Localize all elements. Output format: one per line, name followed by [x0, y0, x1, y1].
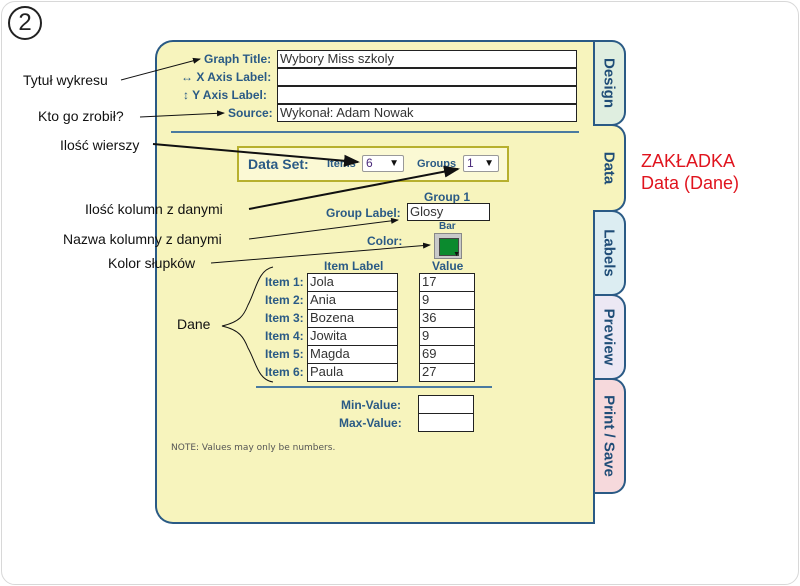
group-label-input[interactable]: Glosy [407, 203, 490, 221]
item-value-input[interactable]: 69 [419, 345, 475, 364]
dropdown-arrow-icon: ▼ [484, 158, 494, 169]
annotation-bar-color: Kolor słupków [108, 255, 196, 271]
dropdown-arrow-icon: ▼ [389, 158, 399, 169]
max-value-input[interactable] [418, 413, 474, 432]
source-input[interactable]: Wykonał: Adam Nowak [277, 104, 577, 122]
group-label-caption: Group Label: [326, 206, 401, 220]
value-header: Value [432, 259, 464, 273]
bar-color-picker[interactable]: ▼ [434, 233, 462, 259]
max-value-label: Max-Value: [339, 416, 402, 430]
horizontal-arrow-icon: ↔ [181, 70, 193, 84]
step-number-badge: 2 [8, 6, 42, 40]
item-label-input[interactable]: Magda [307, 345, 398, 364]
graph-title-input[interactable]: Wybory Miss szkoly [277, 50, 577, 68]
item-row-label: Item 3: [265, 311, 304, 325]
graph-title-label: Graph Title: [204, 52, 272, 66]
dataset-title: Data Set: [248, 156, 309, 172]
item-row-label: Item 4: [265, 329, 304, 343]
tab-data[interactable]: Data [593, 124, 626, 212]
dropdown-arrow-icon: ▼ [453, 251, 460, 258]
panel-border [593, 40, 595, 126]
item-value-input[interactable]: 9 [419, 291, 475, 310]
note-text: NOTE: Values may only be numbers. [171, 443, 336, 453]
item-row-label: Item 1: [265, 275, 304, 289]
x-axis-input[interactable] [277, 68, 577, 86]
panel-border [593, 210, 595, 524]
item-value-input[interactable]: 27 [419, 363, 475, 382]
item-value-input[interactable]: 9 [419, 327, 475, 346]
tab-preview[interactable]: Preview [593, 294, 626, 380]
color-caption: Color: [367, 234, 403, 248]
divider [171, 131, 579, 133]
item-label-input[interactable]: Ania [307, 291, 398, 310]
items-select[interactable]: 6▼ [362, 155, 404, 172]
item-value-input[interactable]: 17 [419, 273, 475, 292]
annotation-cols: Ilość kolumn z danymi [85, 201, 223, 217]
groups-label: Groups [417, 158, 457, 170]
color-swatch [439, 238, 459, 256]
item-row-label: Item 6: [265, 365, 304, 379]
min-value-label: Min-Value: [341, 398, 402, 412]
tab-design[interactable]: Design [593, 40, 626, 126]
annotation-rows: Ilość wierszy [60, 137, 140, 153]
item-label-input[interactable]: Paula [307, 363, 398, 382]
bar-caption: Bar [439, 221, 456, 232]
item-label-header: Item Label [324, 259, 384, 273]
item-value-input[interactable]: 36 [419, 309, 475, 328]
annotation-title: Tytuł wykresu [23, 72, 108, 88]
divider [256, 386, 492, 388]
annotation-column-name: Nazwa kolumny z danymi [63, 231, 222, 247]
item-row-label: Item 2: [265, 293, 304, 307]
tab-print-save[interactable]: Print / Save [593, 378, 626, 494]
item-label-input[interactable]: Jowita [307, 327, 398, 346]
source-label: Source: [228, 106, 273, 120]
items-label: Items [327, 158, 356, 170]
annotation-author: Kto go zrobił? [38, 108, 124, 124]
group-header: Group 1 [424, 190, 471, 204]
groups-select[interactable]: 1▼ [463, 155, 499, 172]
annotation-data: Dane [177, 316, 211, 332]
y-axis-label: ↕ Y Axis Label: [183, 88, 267, 102]
y-axis-input[interactable] [277, 86, 577, 104]
item-label-input[interactable]: Bozena [307, 309, 398, 328]
tab-labels[interactable]: Labels [593, 210, 626, 296]
vertical-arrow-icon: ↕ [183, 88, 189, 102]
x-axis-label: ↔ X Axis Label: [181, 70, 272, 84]
min-value-input[interactable] [418, 395, 474, 414]
item-label-input[interactable]: Jola [307, 273, 398, 292]
item-row-label: Item 5: [265, 347, 304, 361]
